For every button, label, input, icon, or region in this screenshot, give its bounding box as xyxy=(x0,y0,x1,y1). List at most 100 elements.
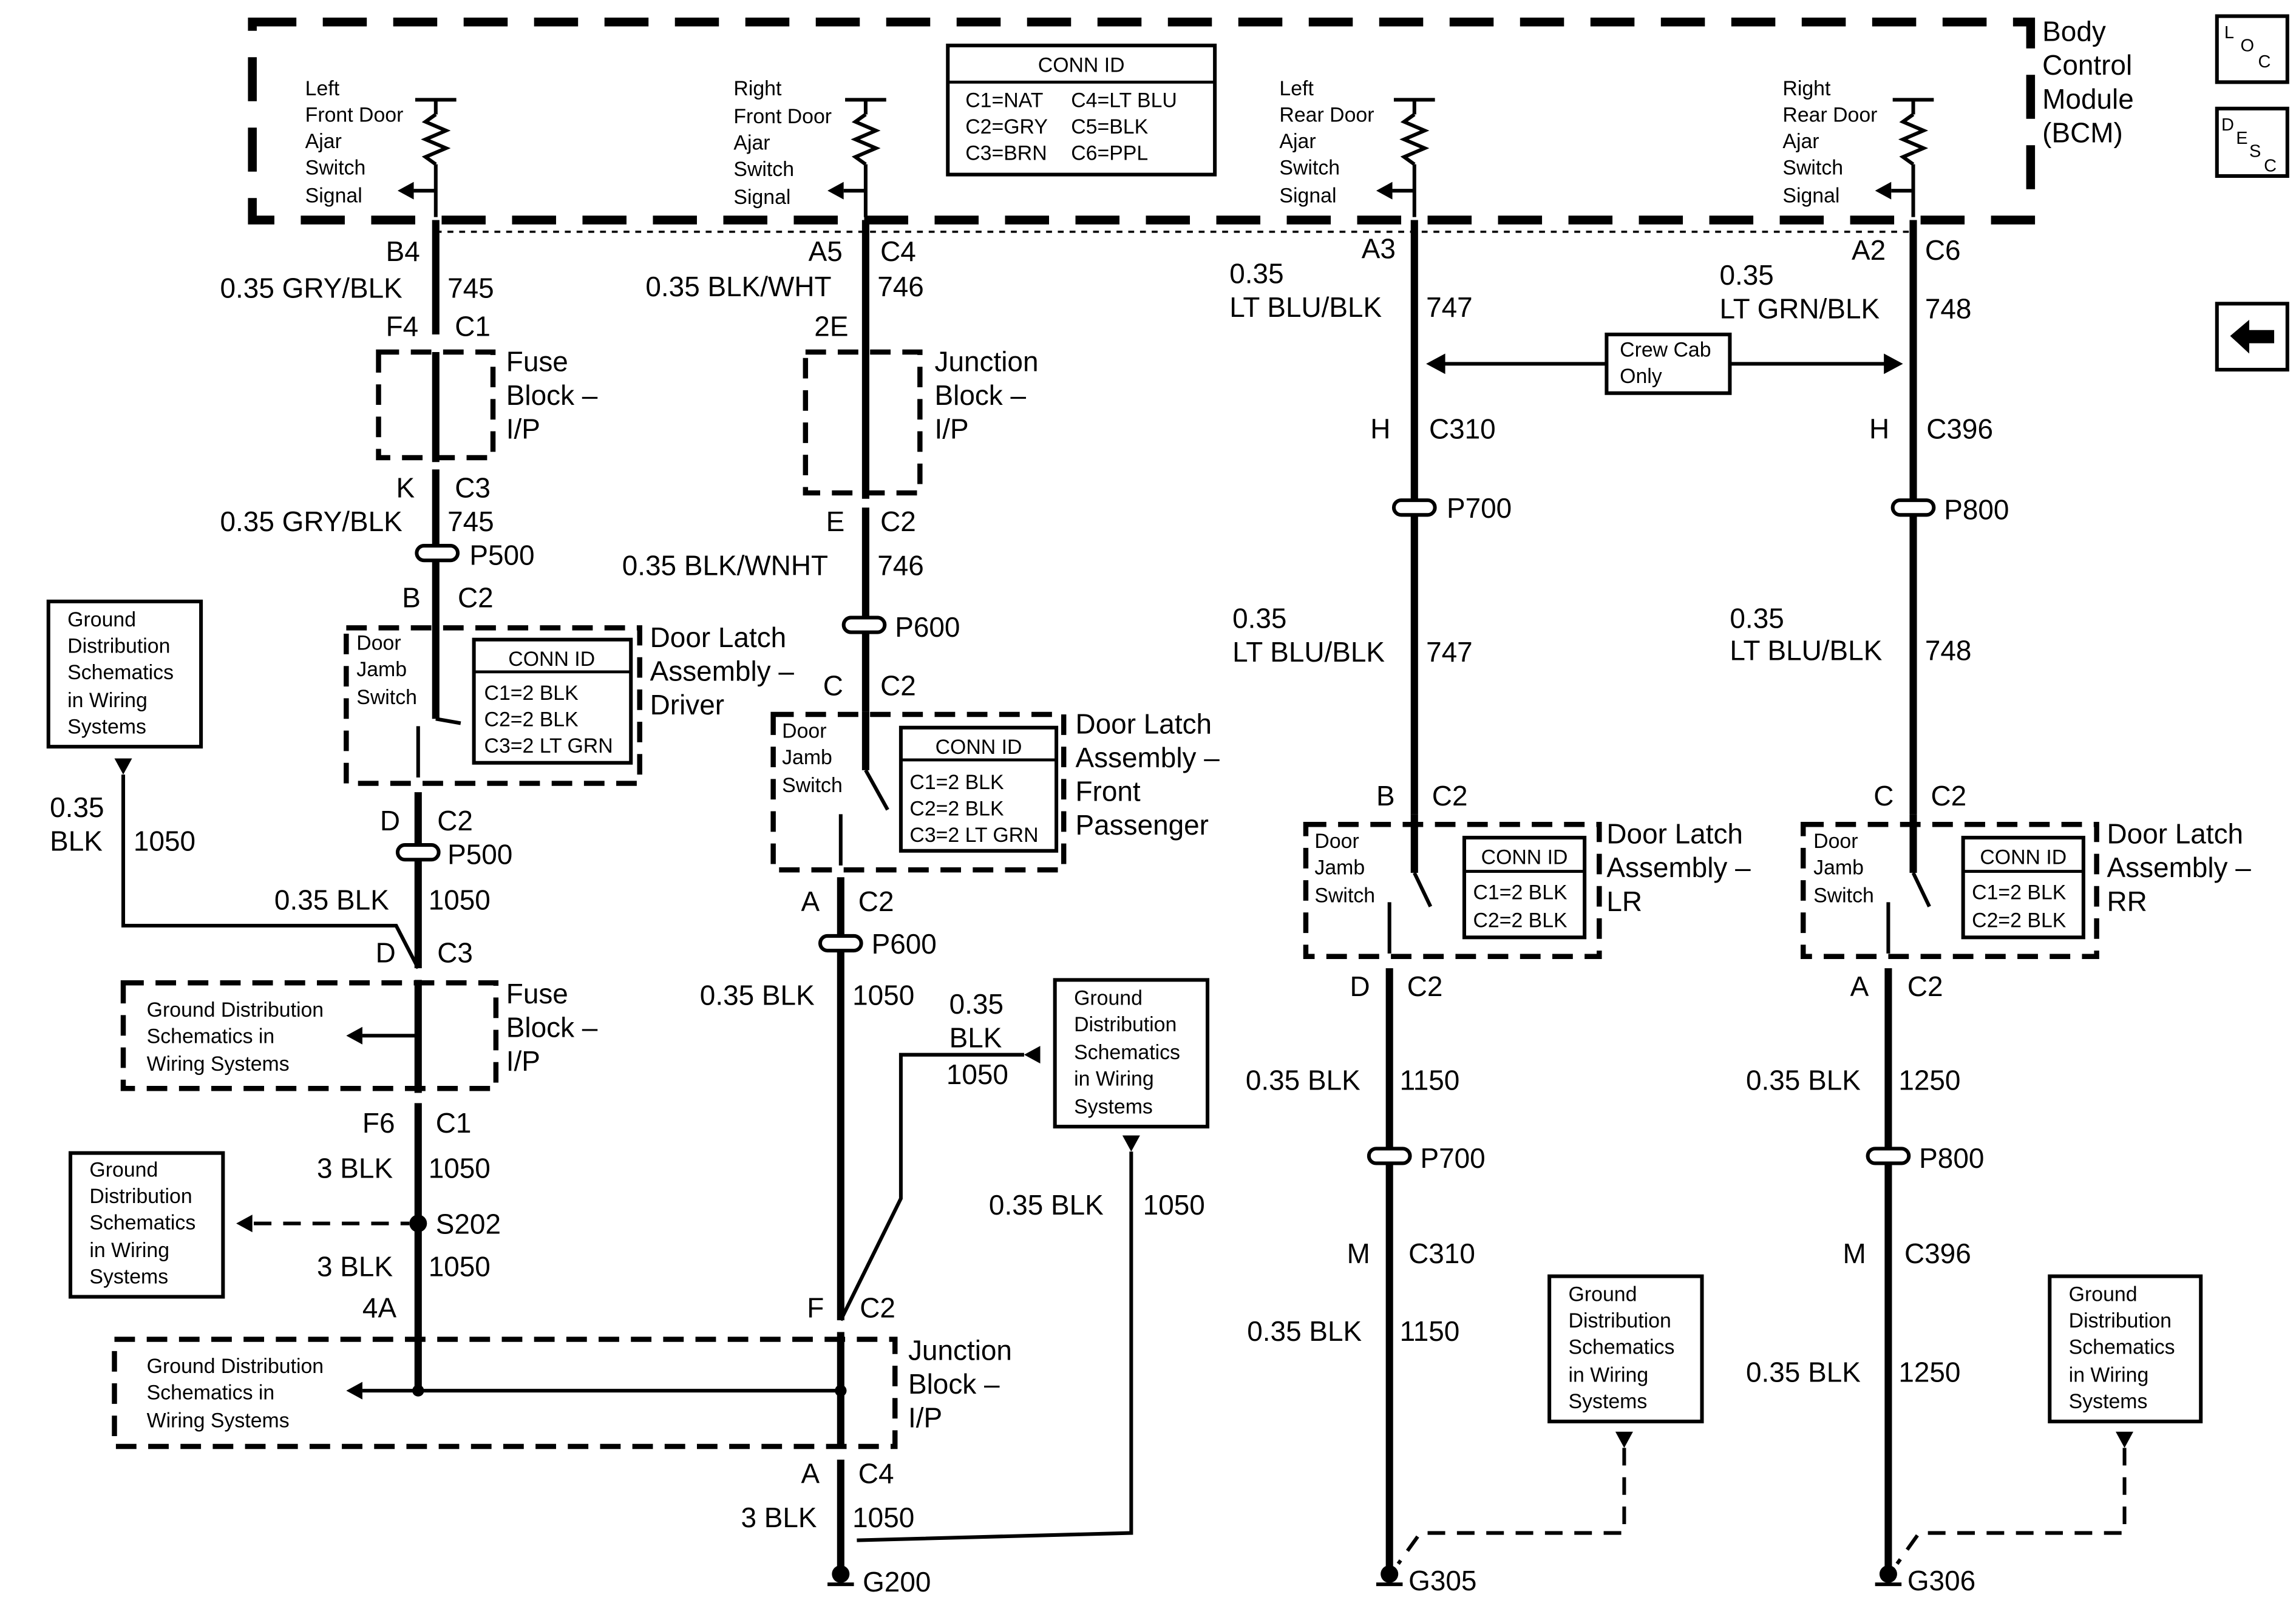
svg-text:G200: G200 xyxy=(863,1566,931,1598)
svg-text:0.35: 0.35 xyxy=(1730,602,1784,634)
svg-text:0.35: 0.35 xyxy=(949,988,1004,1020)
svg-text:M: M xyxy=(1843,1238,1866,1269)
svg-text:Door Latch: Door Latch xyxy=(2107,818,2244,850)
svg-text:Systems: Systems xyxy=(1569,1390,1648,1413)
svg-text:Distribution: Distribution xyxy=(1074,1013,1177,1036)
svg-text:F6: F6 xyxy=(362,1107,395,1139)
svg-text:BLK: BLK xyxy=(50,825,103,857)
svg-text:1050: 1050 xyxy=(429,1153,491,1184)
svg-text:P500: P500 xyxy=(447,838,512,870)
svg-text:Rear Door: Rear Door xyxy=(1782,104,1877,127)
svg-text:G306: G306 xyxy=(1907,1565,1975,1596)
svg-text:P500: P500 xyxy=(469,539,534,571)
svg-text:Wiring Systems: Wiring Systems xyxy=(147,1409,290,1432)
svg-text:I/P: I/P xyxy=(506,413,540,445)
svg-text:Switch: Switch xyxy=(782,774,843,797)
svg-text:C5=BLK: C5=BLK xyxy=(1071,115,1148,138)
svg-text:M: M xyxy=(1347,1238,1370,1269)
svg-text:0.35 BLK: 0.35 BLK xyxy=(989,1189,1104,1221)
svg-text:C2: C2 xyxy=(437,805,473,836)
svg-text:F4: F4 xyxy=(386,310,419,342)
svg-text:1250: 1250 xyxy=(1898,1357,1960,1388)
svg-text:Schematics: Schematics xyxy=(1074,1041,1180,1064)
svg-text:Front Door: Front Door xyxy=(305,104,404,127)
column-right-rear: A2 C6 0.35 LT GRN/BLK 748 H C396 P800 0.… xyxy=(1719,220,2251,1596)
svg-text:C3=BRN: C3=BRN xyxy=(965,141,1047,164)
svg-text:C2: C2 xyxy=(1432,780,1468,812)
svg-text:C2: C2 xyxy=(860,1292,895,1323)
svg-text:1250: 1250 xyxy=(1898,1065,1960,1096)
svg-text:Jamb: Jamb xyxy=(1314,856,1365,879)
svg-text:in Wiring: in Wiring xyxy=(67,689,148,712)
signal-lr: Left Rear Door Ajar Switch Signal xyxy=(1279,77,1374,207)
svg-text:C310: C310 xyxy=(1408,1238,1475,1269)
svg-text:0.35 BLK: 0.35 BLK xyxy=(1746,1065,1861,1096)
svg-text:C: C xyxy=(2258,52,2271,72)
svg-text:Ground: Ground xyxy=(89,1158,158,1181)
svg-text:Switch: Switch xyxy=(1279,157,1340,180)
svg-text:Block –: Block – xyxy=(506,379,598,411)
svg-text:C310: C310 xyxy=(1429,413,1496,445)
svg-text:Left: Left xyxy=(305,77,340,100)
svg-text:748: 748 xyxy=(1925,293,1972,324)
svg-text:1050: 1050 xyxy=(429,1251,491,1283)
svg-text:in Wiring: in Wiring xyxy=(1569,1364,1649,1387)
svg-text:LT GRN/BLK: LT GRN/BLK xyxy=(1719,293,1880,324)
svg-text:0.35 BLK/WNHT: 0.35 BLK/WNHT xyxy=(622,549,828,581)
signal-arrow-icons xyxy=(397,181,1892,200)
desc-button[interactable]: D E S C xyxy=(2215,106,2289,178)
svg-text:C1=2 BLK: C1=2 BLK xyxy=(1972,881,2067,904)
svg-text:Schematics: Schematics xyxy=(89,1211,195,1234)
svg-text:Fuse: Fuse xyxy=(506,978,568,1009)
svg-text:0.35 BLK: 0.35 BLK xyxy=(1746,1357,1861,1388)
svg-text:D: D xyxy=(2221,115,2234,135)
back-button[interactable] xyxy=(2215,302,2289,372)
svg-text:Distribution: Distribution xyxy=(2069,1309,2172,1332)
svg-text:Switch: Switch xyxy=(305,157,366,180)
svg-text:A: A xyxy=(801,1457,820,1489)
svg-text:Signal: Signal xyxy=(305,185,362,208)
svg-text:747: 747 xyxy=(1426,291,1473,323)
svg-text:Crew Cab: Crew Cab xyxy=(1620,338,1711,361)
svg-text:A3: A3 xyxy=(1362,232,1396,264)
svg-text:Signal: Signal xyxy=(1279,185,1336,208)
svg-text:Systems: Systems xyxy=(67,715,146,738)
svg-text:C2: C2 xyxy=(880,670,916,702)
svg-text:Signal: Signal xyxy=(733,186,790,209)
svg-text:C: C xyxy=(823,670,843,702)
svg-text:0.35 BLK: 0.35 BLK xyxy=(274,884,389,915)
svg-text:747: 747 xyxy=(1426,636,1473,668)
svg-text:Distribution: Distribution xyxy=(1569,1309,1671,1332)
svg-text:Front: Front xyxy=(1076,776,1141,807)
svg-text:1150: 1150 xyxy=(1400,1315,1460,1347)
svg-text:1050: 1050 xyxy=(134,825,195,857)
svg-text:C4: C4 xyxy=(858,1457,894,1489)
svg-text:Block –: Block – xyxy=(908,1368,1000,1400)
svg-text:C: C xyxy=(1873,780,1894,812)
bcm-label-2: Control xyxy=(2042,49,2132,81)
column-passenger: A5 C4 0.35 BLK/WHT 746 2E Junction Block… xyxy=(112,220,1220,1598)
svg-text:745: 745 xyxy=(447,273,494,304)
bcm-label-3: Module xyxy=(2042,83,2134,115)
loc-button[interactable]: L O C xyxy=(2215,14,2289,84)
svg-text:Systems: Systems xyxy=(1074,1095,1153,1118)
svg-text:C1=2 BLK: C1=2 BLK xyxy=(484,682,579,705)
svg-text:Schematics: Schematics xyxy=(2069,1336,2175,1359)
svg-text:A5: A5 xyxy=(809,236,843,267)
svg-text:P600: P600 xyxy=(872,928,937,960)
svg-text:0.35: 0.35 xyxy=(50,792,104,823)
svg-text:Systems: Systems xyxy=(2069,1390,2148,1413)
svg-text:B: B xyxy=(402,582,421,614)
svg-text:Block –: Block – xyxy=(935,379,1027,411)
column-driver: B4 0.35 GRY/BLK 745 F4 C1 Fuse Block – I… xyxy=(46,220,794,1394)
svg-text:S: S xyxy=(2249,142,2261,161)
svg-text:K: K xyxy=(396,472,415,503)
column-left-rear: A3 0.35 LT BLU/BLK 747 Crew Cab Only H C… xyxy=(1229,220,1903,1596)
svg-text:745: 745 xyxy=(447,506,494,537)
svg-text:Block –: Block – xyxy=(506,1012,598,1043)
svg-text:0.35 BLK: 0.35 BLK xyxy=(1247,1315,1362,1347)
svg-text:Ground Distribution: Ground Distribution xyxy=(147,1355,324,1378)
svg-text:C2: C2 xyxy=(458,582,494,614)
svg-text:Systems: Systems xyxy=(89,1266,168,1289)
svg-text:Door Latch: Door Latch xyxy=(650,622,787,653)
